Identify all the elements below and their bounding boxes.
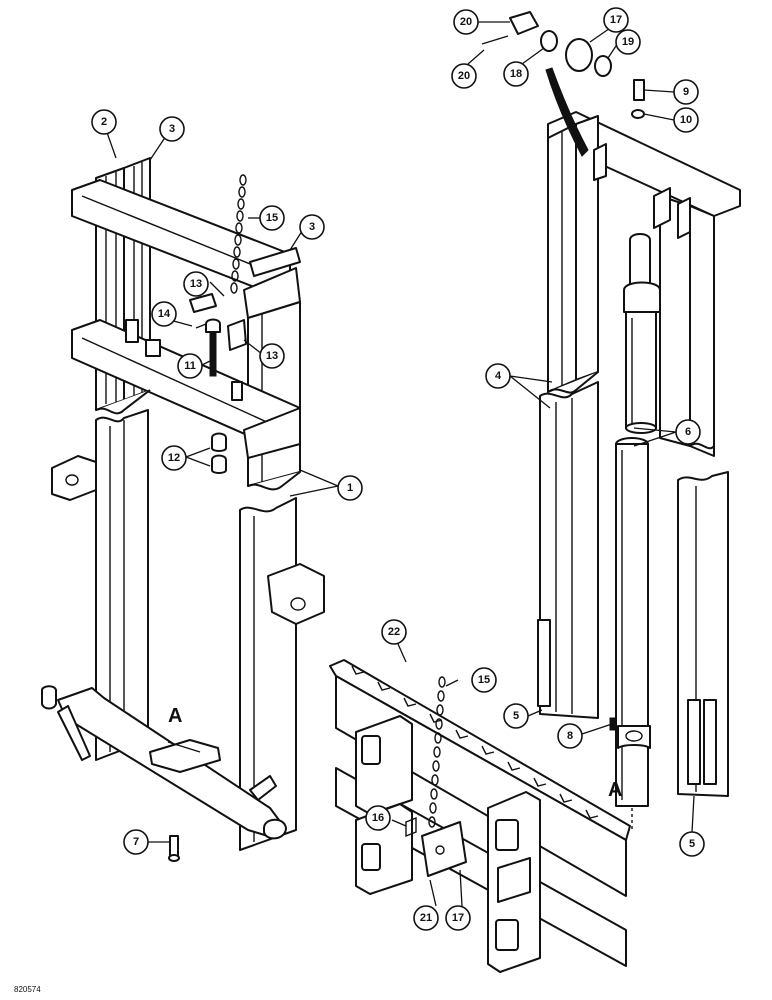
callout: 13 <box>183 271 209 297</box>
figure-id: 820574 <box>14 985 41 994</box>
callout: 2 <box>91 109 117 135</box>
callout-label: 17 <box>452 912 464 924</box>
callout-label: 20 <box>460 16 472 28</box>
callout: 12 <box>161 445 187 471</box>
callout: 20 <box>451 63 477 89</box>
callout-label: 20 <box>458 70 470 82</box>
callout: 21 <box>413 905 439 931</box>
view-label-a-right: A <box>608 779 622 801</box>
callout-label: 13 <box>190 278 202 290</box>
callout-label: 7 <box>133 836 139 848</box>
callout-label: 5 <box>513 710 519 722</box>
callout: 13 <box>259 343 285 369</box>
callout-label: 16 <box>372 812 384 824</box>
callout-label: 8 <box>567 730 573 742</box>
callout-label: 14 <box>158 308 171 320</box>
inner-mast-assembly: A <box>481 11 741 830</box>
callout: 7 <box>123 829 149 855</box>
callout: 20 <box>453 9 479 35</box>
callout-label: 3 <box>169 123 175 135</box>
callout: 11 <box>177 353 203 379</box>
pivot-pin <box>168 835 180 862</box>
leader-lines <box>103 21 695 907</box>
callout-label: 22 <box>388 626 400 638</box>
callout-label: 9 <box>683 86 689 98</box>
outer-mast-assembly: A <box>41 157 325 851</box>
callout: 10 <box>673 107 699 133</box>
carriage-assembly <box>329 659 631 973</box>
callout: 3 <box>159 116 185 142</box>
callout-label: 2 <box>101 116 107 128</box>
callout-label: 13 <box>266 350 278 362</box>
callout-label: 18 <box>510 68 522 80</box>
callout: 4 <box>485 363 511 389</box>
callout: 17 <box>445 905 471 931</box>
callout: 19 <box>615 29 641 55</box>
callout: 1 <box>337 475 363 501</box>
callout: 16 <box>365 805 391 831</box>
view-label-a-left: A <box>168 705 182 727</box>
callout-label: 21 <box>420 912 432 924</box>
callout-label: 15 <box>266 212 278 224</box>
callout-label: 4 <box>495 370 502 382</box>
lift-chain-upper <box>230 174 247 294</box>
callout: 15 <box>471 667 497 693</box>
callout-label: 5 <box>689 838 695 850</box>
callout: 5 <box>679 831 705 857</box>
callout-label: 1 <box>347 482 353 494</box>
callout: 8 <box>557 723 583 749</box>
callout: 5 <box>503 703 529 729</box>
chain-adjust-hardware <box>189 293 247 474</box>
callout: 3 <box>299 214 325 240</box>
callout-label: 19 <box>622 36 634 48</box>
callout-label: 3 <box>309 221 315 233</box>
callout: 9 <box>673 79 699 105</box>
callout-label: 17 <box>610 14 622 26</box>
callout: 15 <box>259 205 285 231</box>
callout-label: 15 <box>478 674 490 686</box>
lift-chain-lower <box>428 676 446 828</box>
callout: 18 <box>503 61 529 87</box>
callout: 22 <box>381 619 407 645</box>
callout: 6 <box>675 419 701 445</box>
callout: 17 <box>603 7 629 33</box>
callout-label: 10 <box>680 114 692 126</box>
callout-label: 6 <box>685 426 691 438</box>
callout: 14 <box>151 301 177 327</box>
callout-label: 11 <box>184 360 196 372</box>
callout-label: 12 <box>168 452 180 464</box>
